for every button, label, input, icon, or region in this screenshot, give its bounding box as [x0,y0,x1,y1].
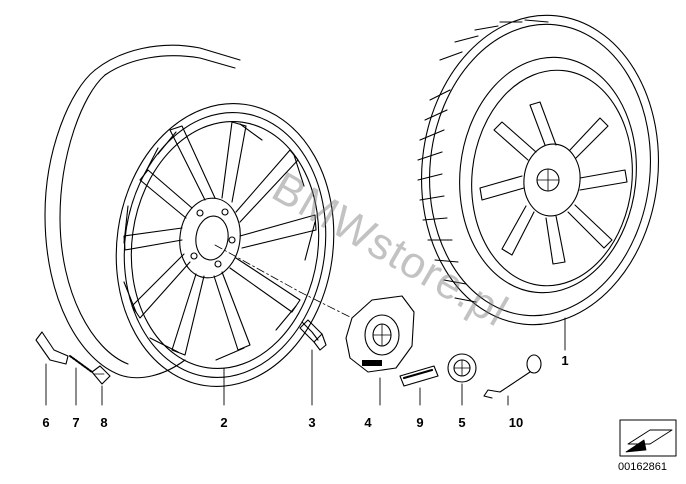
bmw-badge [447,353,477,383]
tire-valve [35,331,69,365]
alloy-rim [44,44,335,387]
emblem-plate [399,365,439,387]
callout-4: 4 [364,415,372,430]
callout-6: 6 [42,415,50,430]
hub-cover [345,295,415,373]
puller-tool [483,354,542,399]
callout-9: 9 [416,415,424,430]
callout-1: 1 [561,353,569,368]
valve-cap [91,365,111,385]
arrow-box-icon [619,419,677,457]
complete-wheel-with-tire [417,14,660,326]
callout-2: 2 [220,415,228,430]
callout-3: 3 [308,415,316,430]
callout-7: 7 [72,415,80,430]
callout-5: 5 [458,415,466,430]
valve-insert [69,355,93,373]
callout-10: 10 [508,415,524,430]
diagram-id: 00162861 [618,461,667,473]
wheel-bolt [299,319,327,351]
callout-8: 8 [100,415,108,430]
